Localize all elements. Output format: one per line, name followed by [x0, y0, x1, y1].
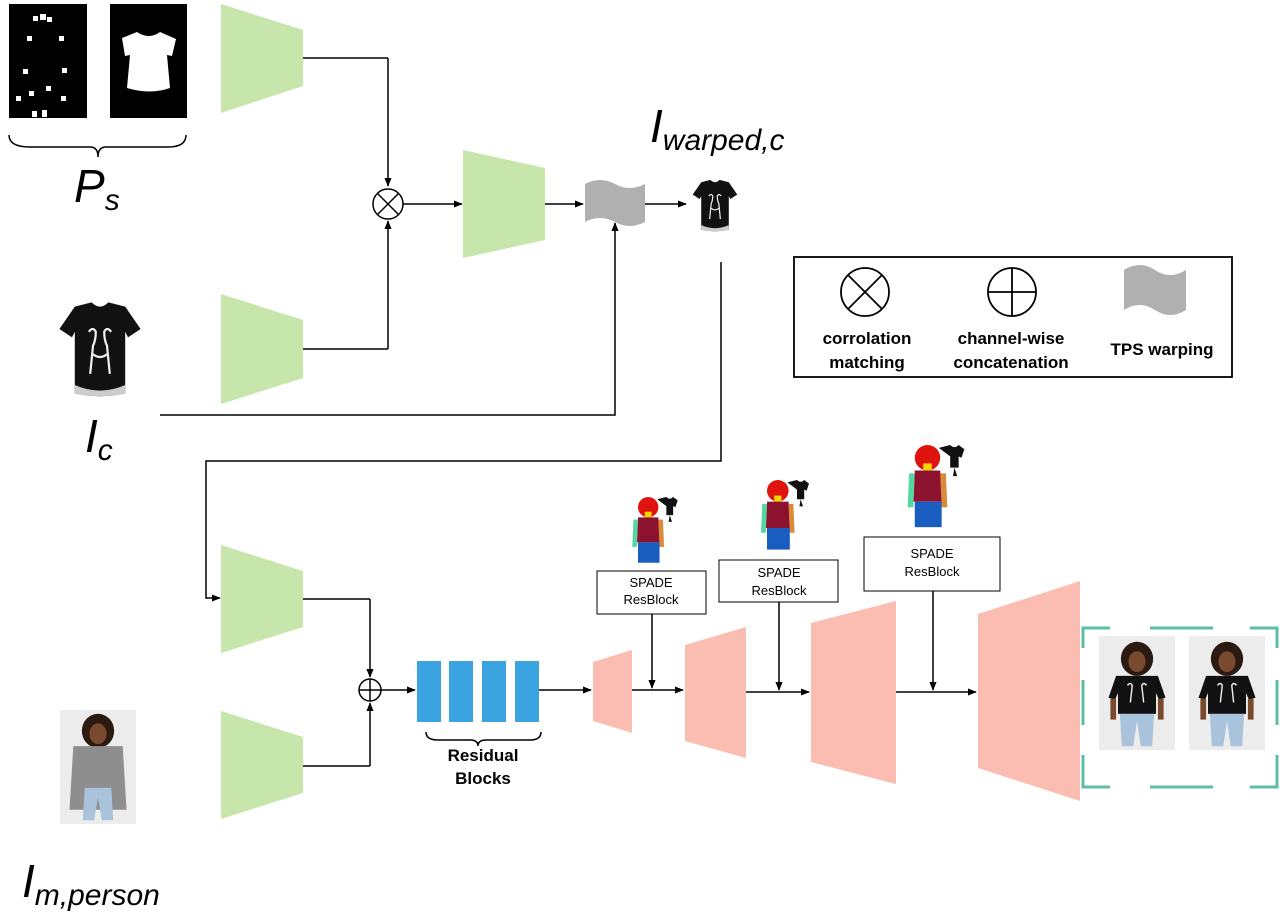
- residual-block: [515, 661, 539, 722]
- cloth-label: Ic: [85, 410, 113, 467]
- output-image-2: [1188, 636, 1266, 750]
- legend-correlation-icon: [840, 267, 890, 317]
- legend: corrolation matching channel-wise concat…: [793, 256, 1233, 378]
- decoder-block-3: [811, 601, 896, 784]
- spade-3-label-1: SPADE: [910, 546, 953, 561]
- pose-brace: [8, 134, 187, 158]
- legend-tps-label: TPS warping: [1111, 340, 1214, 359]
- spade-2-label-2: ResBlock: [752, 583, 807, 598]
- spade-block-2: SPADE ResBlock: [718, 559, 839, 603]
- pose-keypoint-map: [9, 4, 87, 118]
- warped-cloth-label: Iwarped,c: [650, 100, 785, 157]
- correlation-matching-operator: [372, 188, 404, 220]
- legend-tps-icon: [1124, 265, 1186, 315]
- spade-2-label-1: SPADE: [757, 565, 800, 580]
- residual-block: [417, 661, 441, 722]
- legend-concat-label-1: channel-wise: [958, 329, 1065, 348]
- pose-encoder: [221, 4, 303, 113]
- residual-blocks: [417, 661, 539, 722]
- warped-to-gen-encoder-arrow: [205, 262, 722, 602]
- channel-concat-operator: [358, 678, 382, 702]
- legend-concat-icon: [987, 267, 1037, 317]
- legend-concat-label-2: concatenation: [953, 353, 1068, 372]
- segmentation-map-3: [907, 445, 965, 528]
- spade-block-1: SPADE ResBlock: [596, 570, 707, 615]
- warped-cloth-encoder: [221, 545, 303, 653]
- decoder-block-1: [593, 650, 632, 733]
- legend-correlation-label-2: matching: [829, 353, 905, 372]
- residual-block: [482, 661, 506, 722]
- pose-label: Ps: [74, 160, 120, 217]
- tps-regression-network: [463, 150, 545, 258]
- cloth-to-warp-arrow: [160, 222, 619, 416]
- cloth-encoder: [221, 294, 303, 404]
- decoder-block-2: [685, 627, 746, 758]
- residual-label-2: Blocks: [455, 769, 511, 788]
- residual-brace: [425, 731, 542, 747]
- decoder-block-4: [978, 581, 1080, 801]
- warped-cloth-image: [692, 179, 738, 232]
- output-frame: [1081, 626, 1279, 789]
- spade-block-3: SPADE ResBlock: [863, 536, 1001, 592]
- masked-person-image: [60, 710, 136, 824]
- residual-label-1: Residual: [448, 746, 519, 765]
- cloth-mask: [110, 4, 187, 118]
- spade-1-label-2: ResBlock: [624, 592, 679, 607]
- spade-1-label-1: SPADE: [629, 575, 672, 590]
- segmentation-map-1: [632, 497, 678, 563]
- residual-block: [449, 661, 473, 722]
- cloth-image: [58, 301, 142, 398]
- spade-3-label-2: ResBlock: [905, 564, 960, 579]
- legend-correlation-label-1: corrolation: [823, 329, 912, 348]
- segmentation-map-2: [761, 480, 809, 550]
- output-image-1: [1098, 636, 1176, 750]
- person-label: Im,person: [22, 855, 160, 912]
- person-encoder: [221, 711, 303, 819]
- tps-warp-block: [585, 180, 645, 226]
